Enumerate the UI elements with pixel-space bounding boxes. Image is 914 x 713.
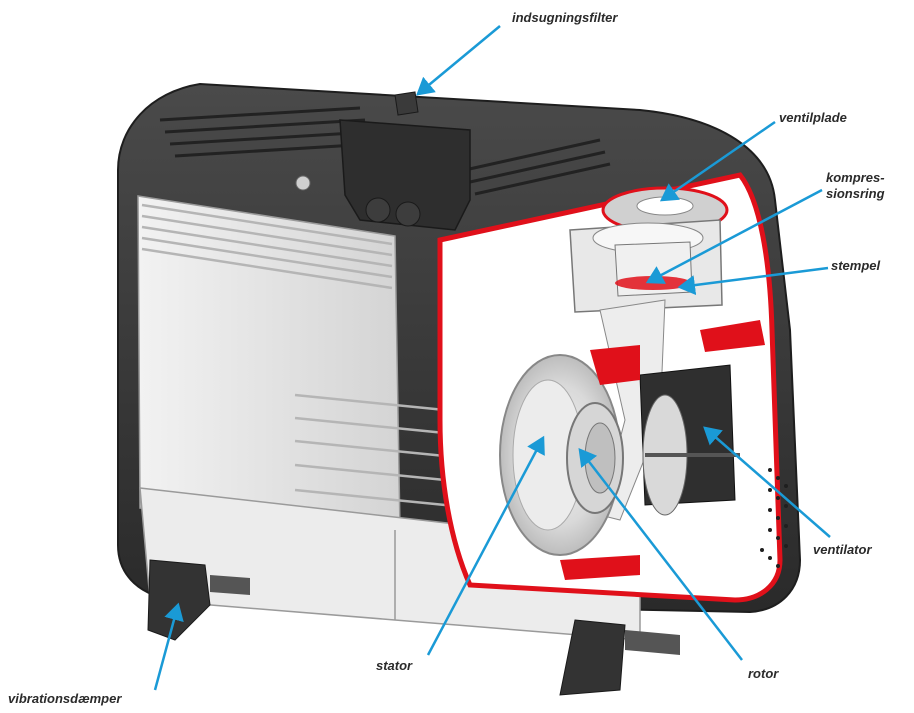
leader-fan [703,426,831,538]
label-compression-ring-line1: kompres- [826,170,885,185]
vibration-damper-left [147,559,211,641]
leader-compression-ring [645,188,823,284]
label-stator: stator [376,658,413,673]
label-piston: stempel [831,258,881,273]
leader-valve-plate [659,120,776,202]
leader-rotor [578,448,743,661]
cooling-fins [159,106,611,196]
label-rotor: rotor [748,666,779,681]
leader-vibration-damper [153,602,184,691]
label-fan: ventilator [813,542,872,557]
vibration-damper-right [559,619,626,696]
side-panel-grille [141,203,446,507]
intake-filter-nozzle [394,91,419,116]
leader-intake-filter [416,25,501,96]
label-valve-plate: ventilplade [779,110,847,125]
feet [147,559,680,696]
label-compression-ring-line2: sionsring [826,186,885,201]
label-vibration-damper: vibrationsdæmper [8,691,122,706]
leader-lines [153,25,831,691]
vent-perforation [760,468,788,568]
label-compression-ring: kompres- sionsring [826,170,885,202]
leader-stator [426,435,545,656]
leader-piston [677,266,829,296]
fan [639,364,740,516]
label-intake-filter: indsugningsfilter [512,10,618,25]
